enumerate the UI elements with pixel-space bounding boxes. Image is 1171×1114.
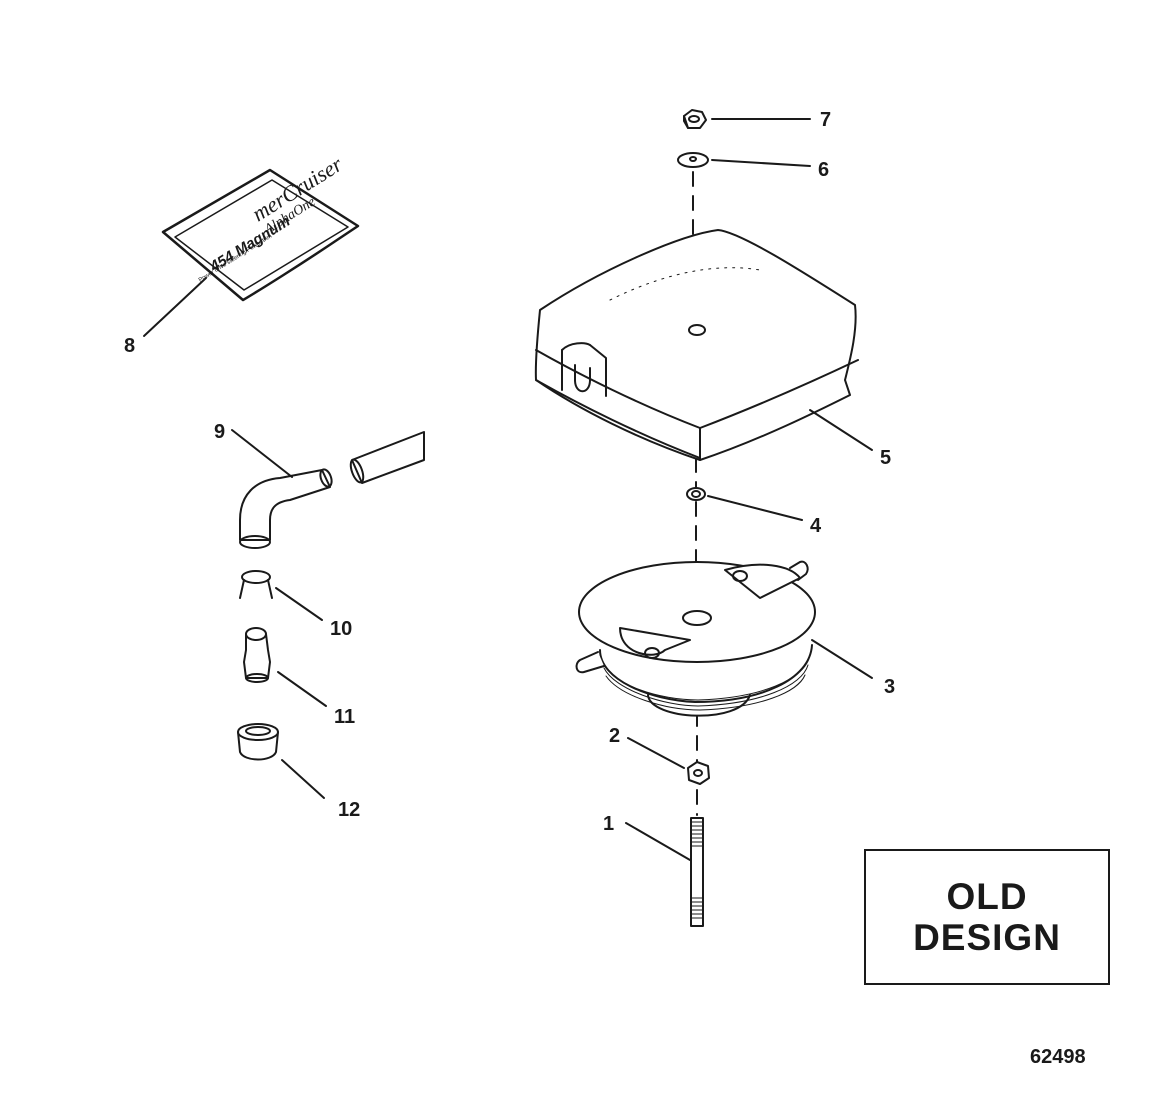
callout-10: 10 (330, 618, 352, 640)
part-6-washer (677, 152, 709, 168)
callout-11: 11 (334, 706, 355, 728)
callout-4: 4 (810, 515, 822, 537)
part-5-cover (534, 229, 859, 461)
stamp-line-1: OLD (946, 876, 1028, 917)
callout-3: 3 (884, 676, 895, 698)
leader-lines (143, 118, 873, 861)
part-1-stud (690, 817, 704, 927)
callout-9: 9 (214, 421, 225, 443)
callout-5: 5 (880, 447, 891, 469)
callout-2: 2 (609, 725, 620, 747)
figure-number: 62498 (1030, 1046, 1086, 1068)
callout-6: 6 (818, 159, 829, 181)
part-12-plug (237, 723, 279, 761)
callout-7: 7 (820, 109, 831, 131)
callout-8: 8 (124, 335, 135, 357)
part-2-nut (687, 761, 710, 785)
old-design-stamp: OLD DESIGN (864, 849, 1110, 985)
part-7-nut (683, 109, 707, 129)
part-3-flame-arrestor (575, 560, 816, 717)
callout-12: 12 (338, 799, 360, 821)
part-4-grommet (686, 487, 706, 501)
part-8-decal (161, 168, 360, 302)
callout-labels: 7 6 5 4 3 2 1 8 9 10 11 12 (124, 109, 895, 835)
stamp-line-2: DESIGN (913, 917, 1061, 958)
callout-1: 1 (603, 813, 614, 835)
part-11-fitting (243, 627, 271, 683)
part-9-hose (239, 431, 425, 549)
part-10-clip (239, 570, 273, 599)
